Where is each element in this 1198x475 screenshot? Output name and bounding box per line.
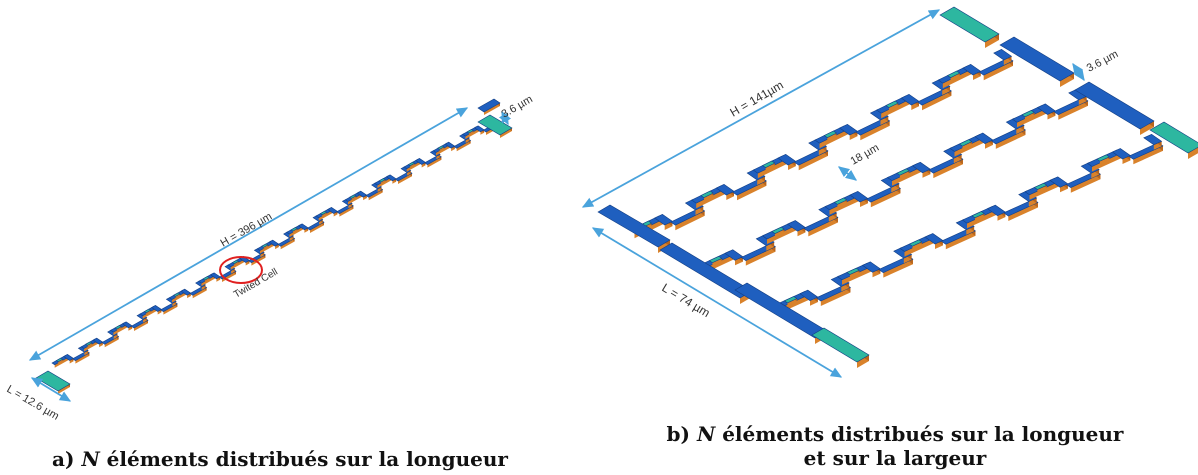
- chain-connector: [1036, 103, 1056, 120]
- length-label: L = 12.6 µm: [5, 383, 61, 423]
- caption-b: b) N éléments distribués sur la longueur…: [600, 422, 1190, 470]
- caption-a-text: éléments distribués sur la longueur: [99, 447, 508, 471]
- twisted-cell-highlight: [219, 256, 263, 284]
- chain-contact: [908, 239, 923, 249]
- caption-b-line1: b) N éléments distribués sur la longueur: [600, 422, 1190, 446]
- bus-bar-left: [597, 204, 671, 253]
- length-dimension-arrow: [591, 227, 843, 378]
- caption-b-line2: et sur la largeur: [803, 446, 987, 470]
- caption-b-prefix: b): [666, 422, 697, 446]
- bus-bar-right: [1149, 121, 1198, 159]
- terminal-pad: [477, 114, 513, 138]
- bus-bar-left: [811, 327, 870, 368]
- chain-contact: [971, 211, 985, 221]
- chain-connector: [962, 63, 982, 80]
- chain-contact: [466, 129, 474, 135]
- gap-dimension-arrow: [1072, 62, 1085, 82]
- chain-contact: [846, 267, 860, 277]
- spacing-label: 18 µm: [849, 142, 882, 168]
- chain-row: [774, 133, 1164, 314]
- gap-label: 3.6 µm: [500, 93, 535, 120]
- chain-contact: [1021, 110, 1035, 120]
- chain-contact: [958, 139, 973, 149]
- chain-contact: [947, 70, 961, 81]
- height-dimension-arrow: [581, 9, 941, 208]
- caption-b-variable: N: [696, 422, 716, 446]
- gap-dimension-arrow: [498, 110, 512, 126]
- height-dimension-arrow: [28, 107, 469, 361]
- spacing-dimension-arrow: [837, 166, 858, 181]
- caption-a: a) N éléments distribués sur la longueur: [20, 447, 540, 471]
- bus-bar-right: [939, 6, 1000, 48]
- chain-connector: [1111, 148, 1131, 164]
- single-chain-diagram: H = 396 µm L = 12.6 µm 3.6 µm Twited Cel…: [5, 93, 535, 422]
- terminal-bar: [477, 98, 501, 115]
- cell-chain: [35, 98, 513, 394]
- gap-label: 3.6 µm: [1085, 48, 1121, 74]
- chain-contact: [1096, 154, 1110, 164]
- array-chain-diagram: H = 141µm L = 74 µm 3.6 µm 18 µm: [581, 6, 1198, 378]
- chain-contact: [1033, 182, 1048, 192]
- chain-connector: [1143, 133, 1163, 150]
- bus-bar-right: [1074, 81, 1155, 135]
- caption-a-prefix: a): [52, 447, 82, 471]
- chain-connector: [861, 261, 881, 278]
- length-dimension-arrow: [30, 377, 72, 402]
- chain-connector: [993, 48, 1013, 65]
- chain-connector: [924, 233, 944, 249]
- caption-b-text: éléments distribués sur la longueur: [715, 422, 1124, 446]
- caption-a-variable: N: [81, 447, 100, 471]
- length-label: L = 74 µm: [659, 281, 712, 321]
- bus-bar-right: [999, 36, 1075, 87]
- chain-row: [51, 117, 501, 368]
